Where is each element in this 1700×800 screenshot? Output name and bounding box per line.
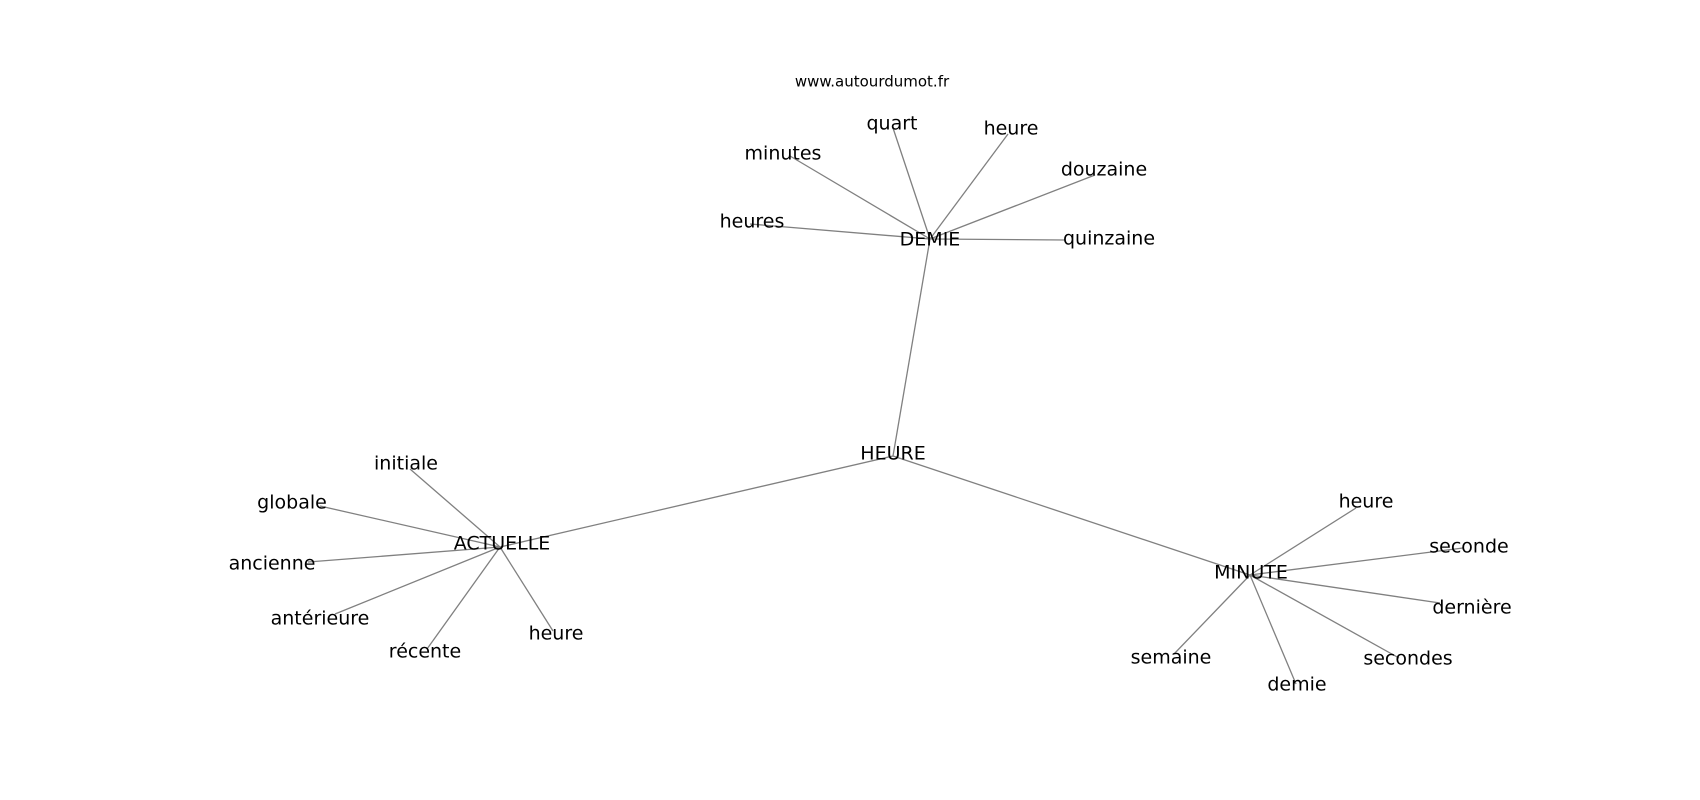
center-node-label: HEURE — [860, 443, 925, 465]
leaf-node-label: récente — [389, 641, 461, 663]
hub-node-minute: MINUTE — [1214, 562, 1288, 584]
hub-node-demie: DEMIE — [900, 229, 961, 251]
edge-actuelle-leaf-5 — [499, 546, 554, 632]
edge-actuelle-leaf-2 — [307, 546, 501, 563]
edge-center-to-demie — [892, 238, 931, 457]
leaf-node-label: semaine — [1131, 647, 1212, 669]
edge-actuelle-leaf-4 — [426, 546, 501, 650]
leaf-node-label: heure — [984, 118, 1039, 140]
edge-demie-leaf-0 — [892, 127, 931, 240]
leaf-node-label: demie — [1267, 674, 1326, 696]
leaf-node-label: quart — [866, 113, 917, 135]
leaf-node-label: minutes — [745, 143, 822, 165]
leaf-node-label: ancienne — [229, 553, 316, 575]
edge-center-to-minute — [892, 455, 1251, 576]
edge-demie-leaf-1 — [929, 133, 1009, 240]
leaf-node-label: heures — [720, 211, 785, 233]
leaf-node-label: seconde — [1429, 536, 1508, 558]
edge-demie-leaf-3 — [929, 174, 1096, 240]
leaf-node-label: heure — [529, 623, 584, 645]
edge-actuelle-leaf-0 — [409, 468, 501, 548]
edge-minute-leaf-4 — [1249, 574, 1297, 685]
leaf-node-label: globale — [257, 492, 327, 514]
leaf-node-label: quinzaine — [1063, 228, 1155, 250]
leaf-node-label: dernière — [1432, 597, 1511, 619]
leaf-node-label: secondes — [1363, 648, 1452, 670]
graph-labels: www.autourdumot.fr HEURE DEMIE quart heure m… — [229, 73, 1512, 696]
leaf-node-label: initiale — [374, 453, 438, 475]
edge-demie-leaf-4 — [749, 223, 931, 240]
edge-minute-leaf-1 — [1249, 547, 1464, 576]
edge-demie-leaf-5 — [929, 238, 1066, 241]
leaf-node-label: heure — [1339, 491, 1394, 513]
edge-minute-leaf-5 — [1173, 574, 1251, 655]
edge-minute-leaf-3 — [1249, 574, 1400, 659]
edge-minute-leaf-2 — [1249, 574, 1441, 604]
edge-minute-leaf-0 — [1249, 507, 1357, 576]
edge-demie-leaf-2 — [789, 155, 931, 240]
edge-actuelle-leaf-3 — [334, 546, 501, 615]
leaf-node-label: douzaine — [1061, 159, 1147, 181]
edge-actuelle-leaf-1 — [319, 505, 501, 548]
edge-center-to-actuelle — [499, 455, 894, 548]
graph-edges — [307, 127, 1464, 685]
leaf-node-label: antérieure — [271, 608, 370, 630]
hub-node-actuelle: ACTUELLE — [454, 533, 551, 555]
source-watermark: www.autourdumot.fr — [795, 73, 950, 91]
